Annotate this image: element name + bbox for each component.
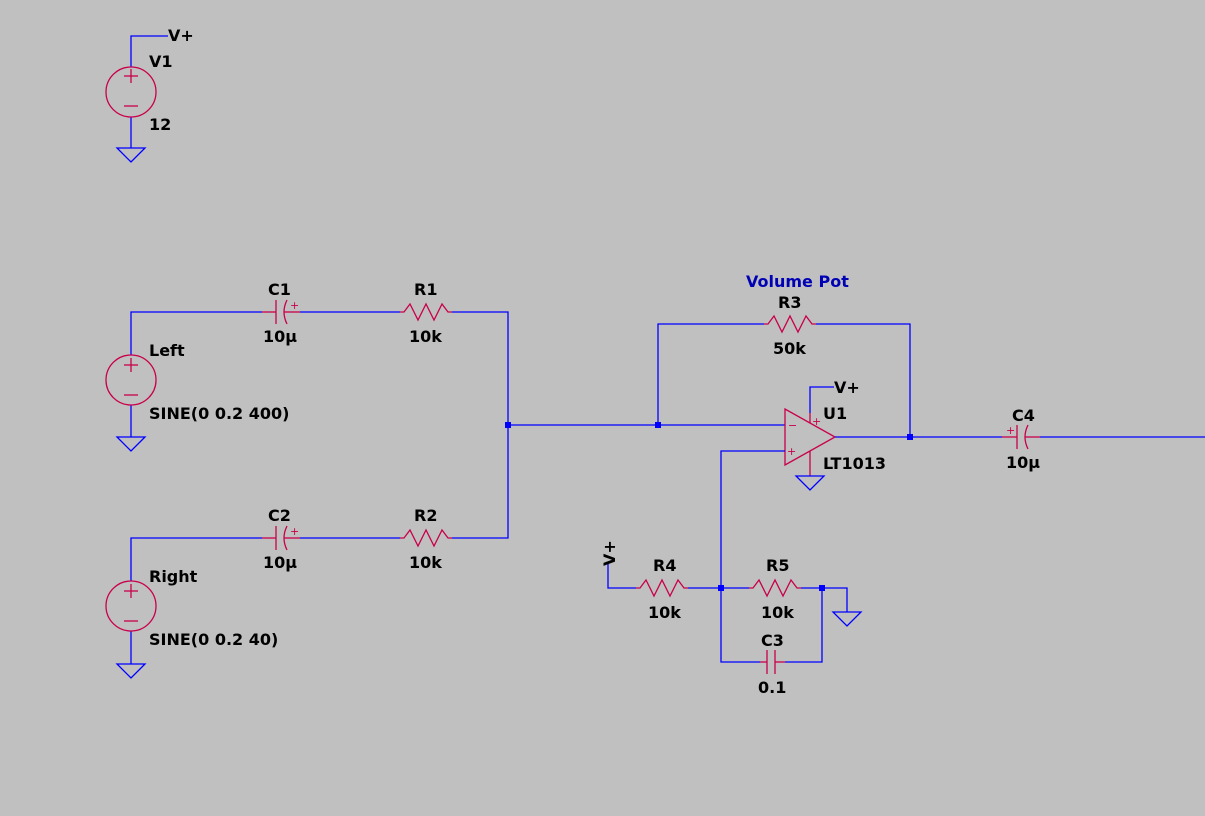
v1-value: 12 <box>149 115 171 134</box>
junction-sum <box>505 422 511 428</box>
u1-ground <box>794 475 826 491</box>
v1-supply[interactable]: V+ V1 12 <box>105 26 194 163</box>
c3-value: 0.1 <box>758 678 786 697</box>
opamp-u1[interactable]: + − + U1 LT1013 <box>784 404 886 476</box>
c1-name: C1 <box>268 280 291 299</box>
capacitor-c1[interactable]: + C1 10µ <box>262 280 300 346</box>
left-source-name: Left <box>149 341 185 360</box>
c4-value: 10µ <box>1006 453 1040 472</box>
v1-name: V1 <box>149 52 173 71</box>
u1-noninverting-input: + <box>787 445 796 458</box>
junction-bias <box>718 585 724 591</box>
r4-value: 10k <box>648 603 681 622</box>
r3-name: R3 <box>778 293 801 312</box>
r2-name: R2 <box>414 506 437 525</box>
c1-polarity: + <box>290 299 299 312</box>
resistor-r3-volume-pot[interactable]: Volume Pot R3 50k <box>746 272 849 358</box>
c4-polarity: + <box>1006 424 1015 437</box>
resistor-r5[interactable]: R5 10k <box>749 556 801 622</box>
c3-name: C3 <box>761 631 784 650</box>
bias-ground <box>831 611 863 627</box>
r3-value: 50k <box>773 339 806 358</box>
bias-netlabel-vplus: V+ <box>600 540 619 566</box>
r4-name: R4 <box>653 556 676 575</box>
c2-value: 10µ <box>263 553 297 572</box>
r1-name: R1 <box>414 280 437 299</box>
volume-pot-comment: Volume Pot <box>746 272 849 291</box>
c1-value: 10µ <box>263 327 297 346</box>
right-source-name: Right <box>149 567 198 586</box>
u1-supply-plus: + <box>812 415 821 428</box>
r1-value: 10k <box>409 327 442 346</box>
capacitor-c3[interactable]: C3 0.1 <box>758 631 786 697</box>
right-source[interactable]: Right SINE(0 0.2 40) <box>105 537 278 679</box>
u1-netlabel-vplus: V+ <box>834 378 860 397</box>
r5-name: R5 <box>766 556 789 575</box>
resistor-r1[interactable]: R1 10k <box>400 280 452 346</box>
resistor-r4[interactable]: R4 10k <box>636 556 688 622</box>
u1-inverting-input: − <box>788 419 797 432</box>
left-source[interactable]: Left SINE(0 0.2 400) <box>105 311 289 452</box>
r5-value: 10k <box>761 603 794 622</box>
u1-name: U1 <box>823 404 847 423</box>
v1-netlabel-vplus: V+ <box>168 26 194 45</box>
resistor-r2[interactable]: R2 10k <box>400 506 452 572</box>
right-source-value: SINE(0 0.2 40) <box>149 630 278 649</box>
left-source-value: SINE(0 0.2 400) <box>149 404 289 423</box>
capacitor-c4[interactable]: + C4 10µ <box>1002 406 1040 472</box>
c4-name: C4 <box>1012 406 1035 425</box>
u1-value: LT1013 <box>823 454 886 473</box>
junction-output <box>907 434 913 440</box>
r2-value: 10k <box>409 553 442 572</box>
c2-name: C2 <box>268 506 291 525</box>
capacitor-c2[interactable]: + C2 10µ <box>262 506 300 572</box>
junction-ground <box>819 585 825 591</box>
c2-polarity: + <box>290 525 299 538</box>
